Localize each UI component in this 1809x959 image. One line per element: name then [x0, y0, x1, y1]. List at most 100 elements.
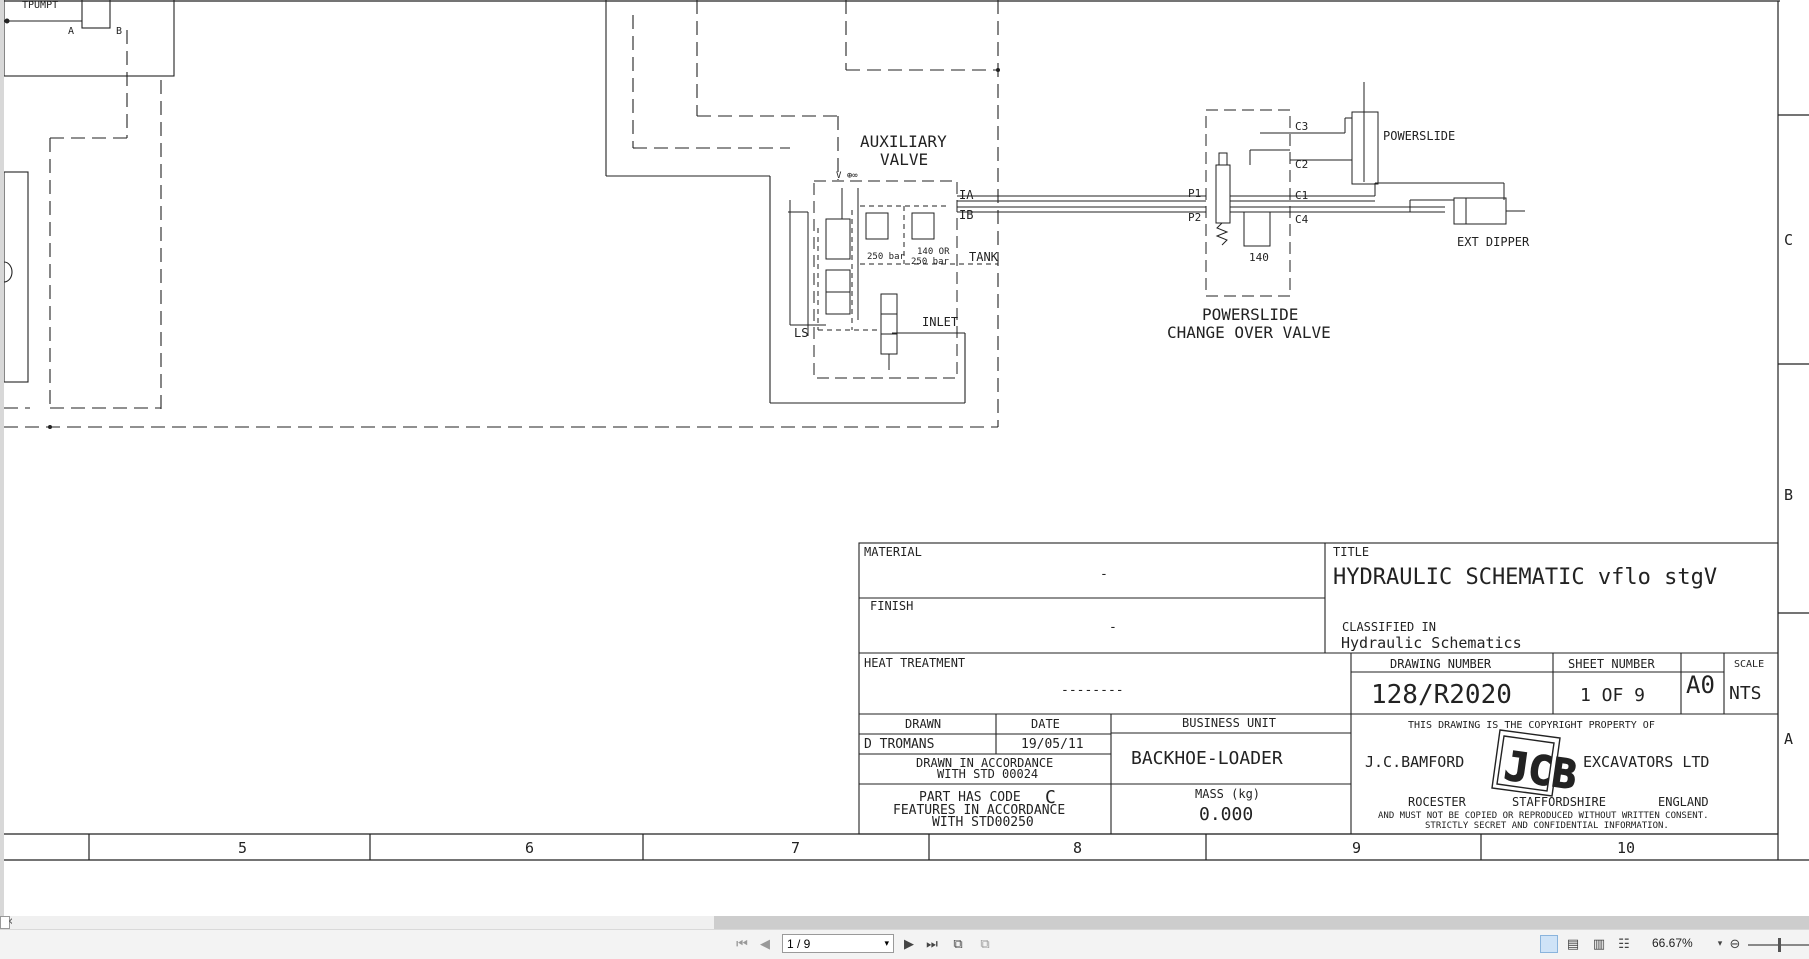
heat-treatment-value: --------: [1061, 683, 1124, 698]
material-value: -: [1100, 567, 1108, 582]
port-ia: IA: [959, 188, 974, 202]
zoom-slider[interactable]: [1748, 938, 1809, 952]
page-indicator: 1 / 9: [787, 936, 811, 951]
port-c2: C2: [1295, 158, 1308, 171]
facing-view-icon[interactable]: ▥: [1592, 936, 1606, 952]
page-number-input[interactable]: 1 / 9 ▾: [782, 934, 894, 953]
sheet-number-label: SHEET NUMBER: [1568, 657, 1655, 671]
previous-page-icon[interactable]: ◀: [760, 936, 770, 952]
port-c4: C4: [1295, 213, 1309, 226]
zoom-out-icon[interactable]: ⊖: [1729, 936, 1741, 952]
powerslide-valve-title-2: CHANGE OVER VALVE: [1167, 323, 1331, 342]
part-code-value: C: [1045, 787, 1056, 808]
port-tank: TANK: [969, 250, 999, 264]
drawing-number-label: DRAWING NUMBER: [1390, 657, 1492, 671]
single-page-view-icon[interactable]: [1540, 935, 1558, 953]
mass-value: 0.000: [1199, 804, 1253, 825]
scale-label: SCALE: [1734, 659, 1764, 670]
pump-port-b: B: [116, 26, 122, 37]
company-right: EXCAVATORS LTD: [1583, 753, 1709, 771]
powerslide-valve-title-1: POWERSLIDE: [1202, 305, 1298, 324]
port-ls: LS: [794, 326, 808, 340]
business-unit-label: BUSINESS UNIT: [1182, 716, 1276, 730]
powerslide-cylinder-label: POWERSLIDE: [1383, 129, 1455, 143]
drawn-value: D TROMANS: [864, 737, 934, 752]
continuous-facing-view-icon[interactable]: ☷: [1618, 936, 1630, 952]
relief-pressure-a: 250 bar: [867, 252, 906, 262]
aux-valve-title-1: AUXILIARY: [860, 132, 947, 151]
last-page-icon[interactable]: ⏭: [926, 936, 938, 952]
page-dropdown-icon[interactable]: ▾: [884, 938, 889, 948]
zoom-level[interactable]: 66.67%: [1652, 936, 1693, 950]
port-inlet: INLET: [922, 315, 958, 329]
notice-line-1: AND MUST NOT BE COPIED OR REPRODUCED WIT…: [1378, 811, 1709, 821]
features-line-2: WITH STD00250: [932, 815, 1034, 830]
date-label: DATE: [1031, 717, 1060, 731]
scroll-corner: [0, 916, 10, 929]
heat-treatment-label: HEAT TREATMENT: [864, 656, 965, 670]
title-label: TITLE: [1333, 545, 1369, 559]
part-code-prefix: PART HAS CODE: [919, 790, 1021, 805]
features-line-1: FEATURES IN ACCORDANCE: [893, 803, 1065, 818]
port-c3: C3: [1295, 120, 1308, 133]
grid-row-c: C: [1784, 231, 1793, 249]
relief-pressure-b2: 250 bar: [911, 257, 950, 267]
company-left: J.C.BAMFORD: [1365, 753, 1464, 771]
business-unit-value: BACKHOE-LOADER: [1131, 748, 1283, 769]
open-page-icon[interactable]: ⧉: [953, 936, 963, 952]
grid-row-a: A: [1784, 730, 1793, 748]
classified-value: Hydraulic Schematics: [1341, 634, 1522, 652]
grid-row-b: B: [1784, 486, 1793, 504]
grid-col-5: 5: [238, 839, 247, 857]
schematic-svg: JCB AUXILIARY VALVE V ⊕∞ IA IB TANK INLE…: [3, 0, 1809, 861]
port-ib: IB: [959, 208, 973, 222]
continuous-view-icon[interactable]: ▤: [1566, 936, 1580, 952]
zoom-dropdown-icon[interactable]: ▾: [1717, 939, 1723, 949]
copy-page-icon[interactable]: ⧉: [980, 936, 990, 952]
date-value: 19/05/11: [1021, 737, 1084, 752]
location-country: ENGLAND: [1658, 795, 1709, 809]
drawing-number-value: 128/R2020: [1371, 680, 1512, 710]
port-p2: P2: [1188, 211, 1201, 224]
location-county: STAFFORDSHIRE: [1512, 795, 1606, 809]
classified-label: CLASSIFIED IN: [1342, 620, 1436, 634]
aux-valve-title-2: VALVE: [880, 150, 928, 169]
horizontal-scrollbar[interactable]: ‹: [0, 914, 1809, 929]
left-edge-scroll: [0, 0, 4, 916]
port-c1: C1: [1295, 189, 1308, 202]
grid-col-10: 10: [1617, 839, 1635, 857]
relief-pressure-b1: 140 OR: [917, 247, 950, 257]
grid-col-8: 8: [1073, 839, 1082, 857]
pump-label: TPUMPT: [22, 0, 58, 11]
mass-label: MASS (kg): [1195, 787, 1260, 801]
aux-valve-top-mark: V ⊕∞: [836, 171, 858, 181]
scale-value: NTS: [1729, 683, 1762, 704]
notice-line-2: STRICTLY SECRET AND CONFIDENTIAL INFORMA…: [1425, 821, 1669, 831]
next-page-icon[interactable]: ▶: [904, 936, 914, 952]
viewer-toolbar: ⏮ ◀ 1 / 9 ▾ ▶ ⏭ ⧉ ⧉ ▤ ▥ ☷ 66.67% ▾ ⊖: [0, 929, 1809, 959]
drawn-label: DRAWN: [905, 717, 941, 731]
copyright-line: THIS DRAWING IS THE COPYRIGHT PROPERTY O…: [1408, 720, 1655, 731]
location-town: ROCESTER: [1408, 795, 1467, 809]
accordance-line-2: WITH STD 00024: [937, 767, 1038, 781]
grid-col-9: 9: [1352, 839, 1361, 857]
drawing-canvas: JCB AUXILIARY VALVE V ⊕∞ IA IB TANK INLE…: [3, 0, 1809, 861]
grid-col-7: 7: [791, 839, 800, 857]
grid-col-6: 6: [525, 839, 534, 857]
jcb-logo-text: JCB: [1501, 743, 1579, 799]
jcb-logo-icon: [1491, 729, 1561, 797]
ext-dipper-label: EXT DIPPER: [1457, 235, 1530, 249]
material-label: MATERIAL: [864, 545, 922, 559]
size-value: A0: [1686, 671, 1715, 699]
zoom-slider-knob[interactable]: [1778, 938, 1781, 952]
finish-value: -: [1109, 620, 1117, 635]
port-p1: P1: [1188, 187, 1201, 200]
horizontal-scroll-thumb[interactable]: [714, 916, 1809, 929]
scroll-left-icon[interactable]: ‹: [8, 914, 14, 929]
title-value: HYDRAULIC SCHEMATIC vflo stgV: [1333, 565, 1717, 590]
first-page-icon[interactable]: ⏮: [736, 936, 748, 952]
powerslide-relief: 140: [1249, 251, 1269, 264]
finish-label: FINISH: [870, 599, 913, 613]
pump-port-a: A: [68, 26, 74, 37]
sheet-number-value: 1 OF 9: [1580, 685, 1645, 706]
